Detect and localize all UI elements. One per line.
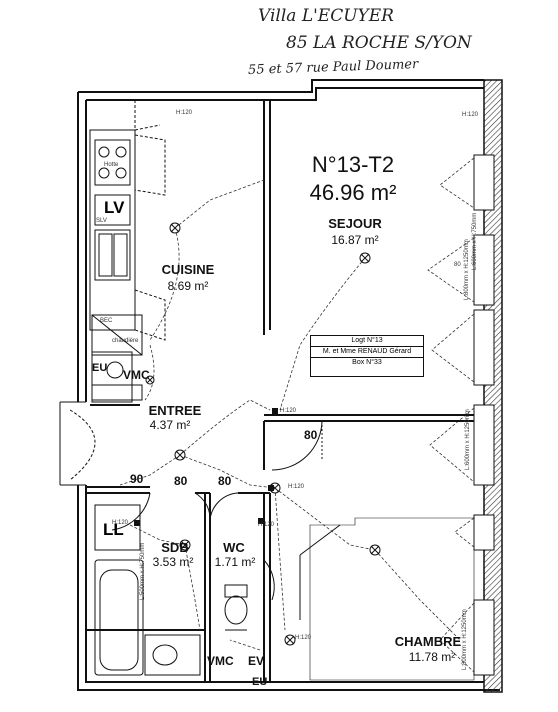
height-marker-6: H:120: [258, 522, 275, 528]
height-marker-1: H:120: [176, 110, 193, 116]
lv-label: LV: [104, 198, 125, 217]
vmc-kitchen-label: VMC: [123, 368, 150, 382]
door-width-sejour: 80: [304, 428, 318, 442]
door-width-sdb: 80: [174, 474, 188, 488]
door-swings: [111, 420, 323, 601]
vmc-bath-label: VMC: [207, 654, 234, 668]
apartment-total-area: 46.96 m²: [309, 180, 397, 205]
height-marker-4: H:120: [288, 484, 305, 490]
room-entree-name: ENTREE: [148, 403, 202, 418]
hotte-label: Hotte: [104, 162, 119, 168]
boiler: [91, 314, 143, 403]
apartment-code: N°13-T2: [311, 152, 395, 177]
room-sejour-name: SEJOUR: [328, 216, 382, 231]
room-chambre-name: CHAMBRE: [394, 634, 462, 649]
bec-label: BEC: [100, 318, 113, 324]
handwritten-line-1: Villa L'ECUYER: [258, 6, 394, 26]
height-marker-5: H:120: [112, 520, 129, 526]
chaudiere-label: chaudière: [112, 338, 139, 344]
door-width-entree: 90: [130, 472, 144, 486]
handwritten-line-2: 85 LA ROCHE S/YON: [286, 33, 472, 53]
exterior-walls: [77, 79, 500, 691]
info-line-3: Box N°33: [352, 359, 382, 366]
window-dim-3: L:600mm x H:1250mm: [465, 409, 471, 470]
wiring: [119, 179, 461, 651]
info-line-2: M. et Mme RENAUD Gérard: [311, 347, 423, 358]
window-dim-4: L:800mm x H:1250mm: [462, 609, 468, 670]
window-dim-1: L:800mm x H:1250mm: [464, 239, 470, 300]
info-box: Logt N°13 M. et Mme RENAUD Gérard Box N°…: [310, 335, 424, 377]
entrance-door: [59, 401, 96, 486]
bathroom-fixtures: [94, 504, 248, 676]
window-width-80: 80: [454, 262, 461, 268]
eu-bath-label: EU: [252, 676, 268, 688]
ll-label: LL: [103, 520, 124, 539]
room-sejour-area: 16.87 m²: [331, 233, 379, 247]
slv-label: SLV: [96, 218, 107, 224]
eu-kitchen-label: EU: [92, 362, 108, 374]
room-sdb-area: 3.53 m²: [152, 555, 194, 569]
room-wc-name: WC: [223, 540, 245, 555]
kitchen-counter: [89, 100, 166, 341]
height-marker-7: H:120: [295, 635, 312, 641]
room-cuisine-area: 8.69 m²: [167, 279, 209, 293]
door-width-wc: 80: [218, 474, 232, 488]
bed: [299, 517, 475, 681]
room-sdb-name: SDB: [161, 540, 189, 555]
room-cuisine-name: CUISINE: [161, 262, 215, 277]
height-marker-2: H:120: [462, 112, 479, 118]
window-swings: [427, 157, 475, 673]
room-wc-area: 1.71 m²: [214, 555, 256, 569]
room-chambre-area: 11.78 m²: [408, 650, 456, 664]
room-entree-area: 4.37 m²: [149, 418, 191, 432]
height-marker-3: H:120: [280, 408, 297, 414]
ev-label: EV: [248, 654, 265, 668]
interior-walls: [86, 100, 474, 682]
window-dim-5: L:500mm x H:750mm: [140, 542, 146, 600]
info-line-1: Logt N°13: [311, 336, 423, 347]
switches: [134, 408, 278, 526]
window-dim-2: L:600mm x H:750mm: [472, 212, 478, 270]
